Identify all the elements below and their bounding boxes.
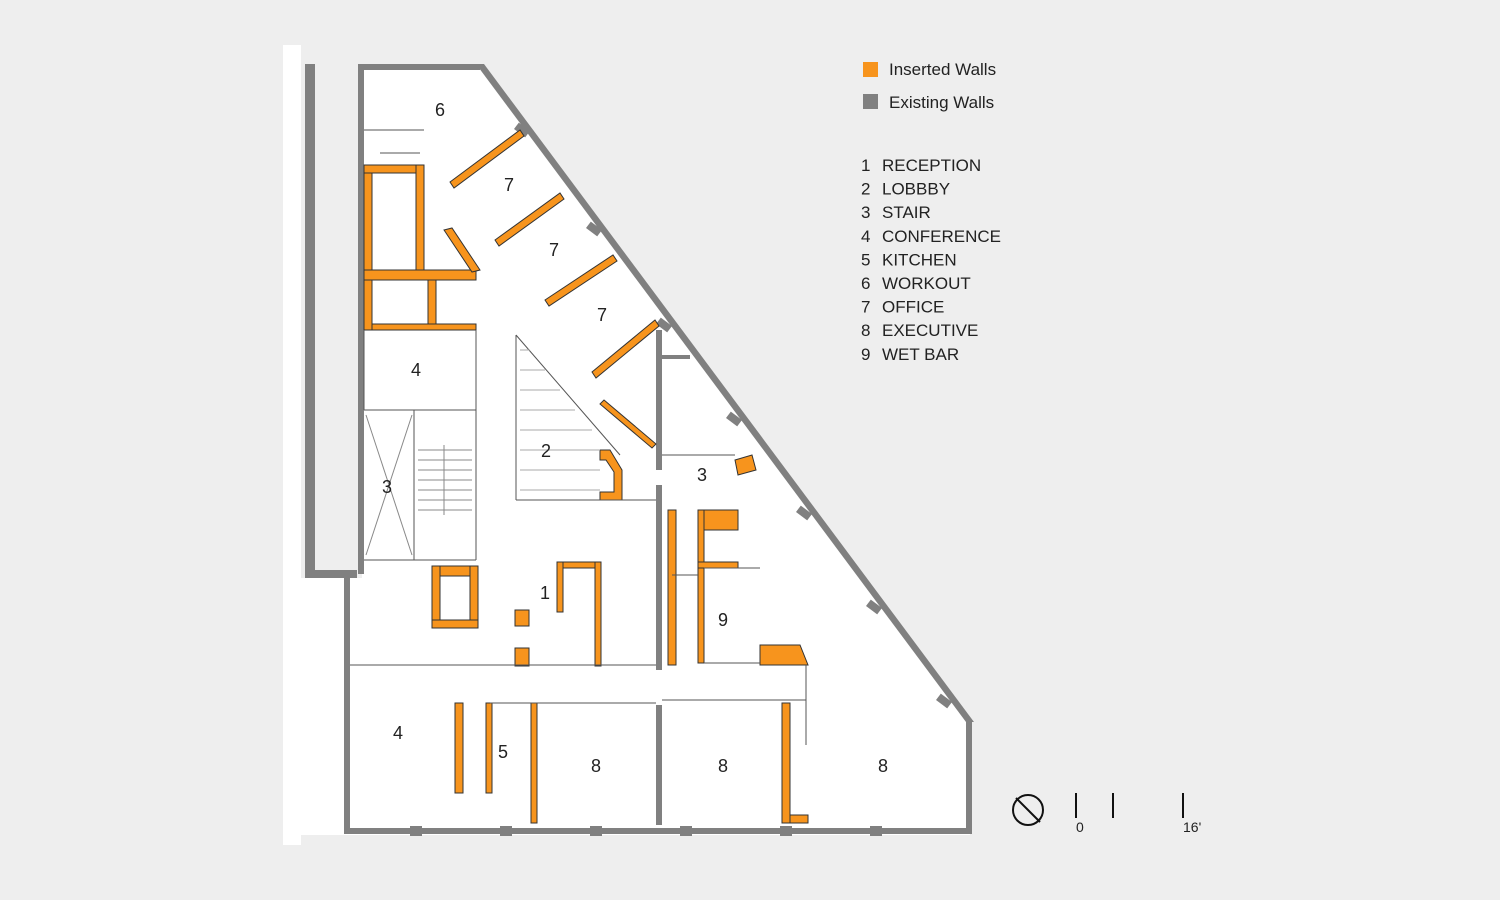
legend-swatch-inserted xyxy=(863,62,878,77)
scale-start-label: 0 xyxy=(1076,819,1084,835)
key-name: STAIR xyxy=(882,203,931,222)
room-office-a: 7 xyxy=(504,175,514,195)
key-name: RECEPTION xyxy=(882,156,981,175)
key-number: 6 xyxy=(861,274,870,293)
legend: Inserted Walls Existing Walls xyxy=(863,60,996,112)
key-name: KITCHEN xyxy=(882,250,957,269)
key-number: 7 xyxy=(861,298,870,317)
room-kitchen: 5 xyxy=(498,742,508,762)
key-name: CONFERENCE xyxy=(882,227,1001,246)
room-office-b: 7 xyxy=(549,240,559,260)
legend-label-existing: Existing Walls xyxy=(889,93,994,112)
lobby-stair-steps xyxy=(520,349,600,491)
legend-swatch-existing xyxy=(863,94,878,109)
scale-bar xyxy=(1075,793,1184,818)
room-lobby: 2 xyxy=(541,441,551,461)
room-reception: 1 xyxy=(540,583,550,603)
scale-end-label: 16' xyxy=(1183,819,1201,835)
key-number: 1 xyxy=(861,156,870,175)
key-name: WORKOUT xyxy=(882,274,971,293)
room-stair-left: 3 xyxy=(382,477,392,497)
key-number: 9 xyxy=(861,345,870,364)
key-number: 5 xyxy=(861,250,870,269)
key-number: 4 xyxy=(861,227,870,246)
legend-label-inserted: Inserted Walls xyxy=(889,60,996,79)
key-number: 3 xyxy=(861,203,870,222)
room-conference-bottom: 4 xyxy=(393,723,403,743)
room-conference-top: 4 xyxy=(411,360,421,380)
room-office-c: 7 xyxy=(597,305,607,325)
key-name: WET BAR xyxy=(882,345,959,364)
key-name: EXECUTIVE xyxy=(882,321,978,340)
key-number: 8 xyxy=(861,321,870,340)
key-number: 2 xyxy=(861,180,870,199)
room-labels: 6 7 7 7 4 2 3 3 1 9 4 5 8 8 8 xyxy=(382,100,888,776)
key-name: OFFICE xyxy=(882,298,944,317)
room-stair-right: 3 xyxy=(697,465,707,485)
room-executive-b: 8 xyxy=(718,756,728,776)
interior-lines xyxy=(350,129,807,745)
existing-walls xyxy=(305,64,974,836)
inserted-walls xyxy=(363,129,809,824)
room-executive-a: 8 xyxy=(591,756,601,776)
exterior-strip xyxy=(283,45,301,845)
room-wet-bar: 9 xyxy=(718,610,728,630)
key-name: LOBBBY xyxy=(882,180,950,199)
room-key-list: 1 RECEPTION 2 LOBBBY 3 STAIR 4 CONFERENCE 5 KITCH… xyxy=(861,156,1001,364)
room-workout: 6 xyxy=(435,100,445,120)
left-stair-steps xyxy=(365,414,472,556)
north-arrow-icon xyxy=(1012,794,1044,826)
room-executive-c: 8 xyxy=(878,756,888,776)
